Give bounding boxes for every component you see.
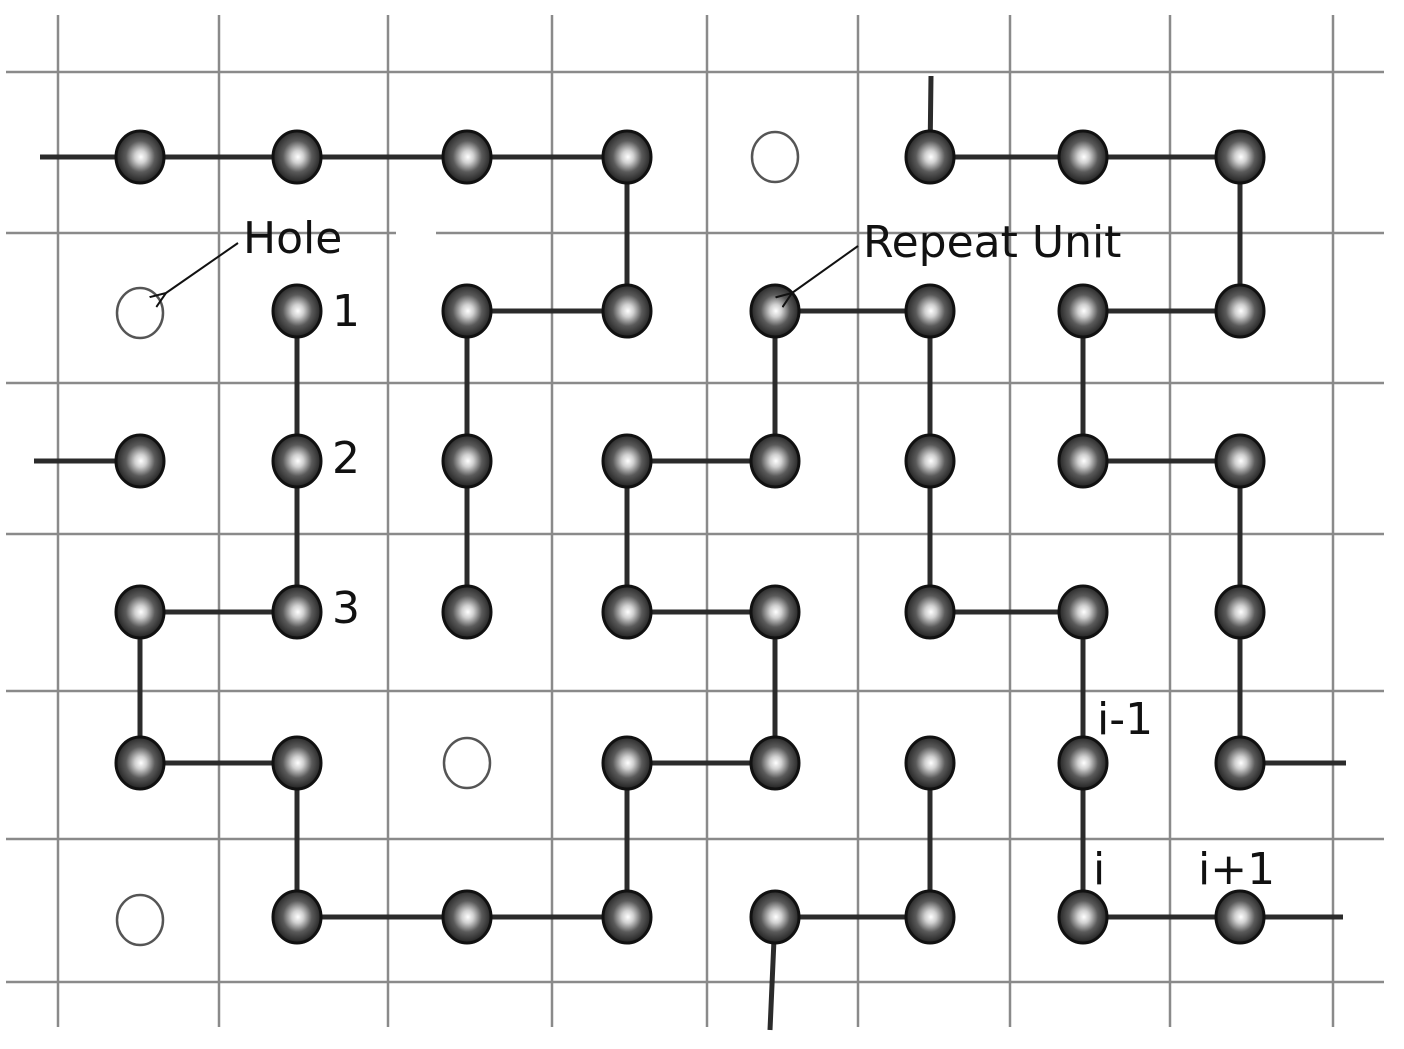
monomer-bead [114,129,166,185]
monomer-bead [749,283,801,339]
monomer-bead [904,129,956,185]
monomer-bead [1057,433,1109,489]
monomer-bead [441,889,493,945]
monomer-bead [441,433,493,489]
monomer-bead [271,735,323,791]
monomer-bead [1057,283,1109,339]
monomer-bead [114,584,166,640]
monomer-number-3: 3 [332,583,360,634]
monomer-bead [114,433,166,489]
monomer-bead [601,584,653,640]
monomer-bead [1057,889,1109,945]
hole-site [115,286,165,340]
monomer-bead [601,283,653,339]
monomer-bead [601,889,653,945]
monomer-bead [114,735,166,791]
monomer-number-1: 1 [332,286,360,337]
monomer-bead [904,283,956,339]
monomer-number-2: 2 [332,433,360,484]
hole-site [115,893,165,947]
repeat-unit-label: Repeat Unit [863,217,1121,268]
monomer-bead [749,433,801,489]
monomer-bead [749,735,801,791]
monomer-bead [271,283,323,339]
label-i-minus-1: i-1 [1097,694,1153,745]
monomer-bead [441,283,493,339]
monomer-bead [271,129,323,185]
hole-label: Hole [243,213,342,264]
monomer-bead [749,584,801,640]
monomer-bead [271,433,323,489]
monomer-bead [1214,129,1266,185]
monomer-bead [1214,433,1266,489]
hole-site [442,736,492,790]
monomer-bead [601,735,653,791]
grid-gap [396,226,436,240]
monomer-bead [1057,129,1109,185]
monomer-bead [904,584,956,640]
monomer-bead [1057,735,1109,791]
repeat-unit-arrow [792,245,859,293]
hole-arrow [166,242,239,293]
monomer-bead [601,433,653,489]
lattice-grid [6,15,1384,1027]
label-i-plus-1: i+1 [1198,844,1275,895]
monomer-bead [601,129,653,185]
monomer-bead [904,433,956,489]
bond-segment [767,763,933,1031]
monomer-bead [904,735,956,791]
monomer-bead [271,889,323,945]
polymer-bonds [34,75,1346,1031]
label-i: i [1093,844,1105,895]
monomer-bead [904,889,956,945]
monomer-bead [1214,584,1266,640]
polymer-monomers [114,129,1266,945]
bond-segment [927,75,1346,766]
monomer-bead [1214,283,1266,339]
hole-site [750,130,800,184]
lattice-holes [115,130,800,947]
monomer-bead [441,584,493,640]
monomer-bead [441,129,493,185]
monomer-bead [749,889,801,945]
monomer-bead [1214,889,1266,945]
monomer-bead [271,584,323,640]
monomer-bead [1214,735,1266,791]
monomer-bead [1057,584,1109,640]
